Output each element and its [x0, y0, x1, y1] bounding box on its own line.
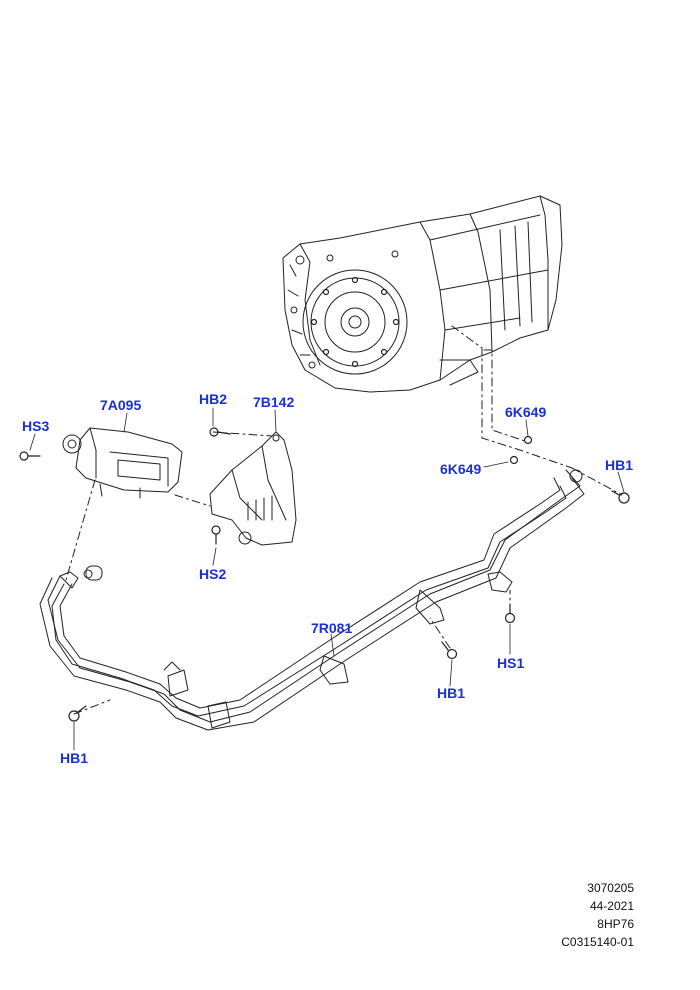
callout-hb1-mid[interactable]: HB1 [437, 685, 466, 701]
callout-6k649-left[interactable]: 6K649 [440, 461, 482, 477]
leader-lines [65, 325, 623, 715]
reference-line-3: 8HP76 [597, 917, 634, 931]
reference-line-2: 44-2021 [589, 899, 634, 913]
reference-line-1: 3070205 [587, 881, 634, 895]
callout-7a095[interactable]: 7A095 [100, 397, 142, 413]
callout-hs3[interactable]: HS3 [22, 418, 50, 434]
transmission-illustration [282, 195, 563, 393]
callout-hb1-left[interactable]: HB1 [60, 750, 89, 766]
module-7a095 [62, 427, 183, 499]
callout-hs2[interactable]: HS2 [199, 566, 227, 582]
cooler-pipes-7r081 [39, 469, 585, 731]
callout-6k649-top[interactable]: 6K649 [505, 404, 547, 420]
fasteners [19, 427, 630, 722]
reference-block: 3070205 44-2021 8HP76 C0315140-01 [561, 879, 634, 951]
reference-line-4: C0315140-01 [561, 935, 634, 949]
callout-hb2[interactable]: HB2 [199, 391, 228, 407]
callout-7r081[interactable]: 7R081 [311, 620, 353, 636]
callout-7b142[interactable]: 7B142 [253, 394, 295, 410]
label-ticks [29, 407, 625, 751]
callout-hs1[interactable]: HS1 [497, 655, 525, 671]
bracket-7b142 [209, 431, 297, 546]
callout-hb1-right[interactable]: HB1 [605, 457, 634, 473]
